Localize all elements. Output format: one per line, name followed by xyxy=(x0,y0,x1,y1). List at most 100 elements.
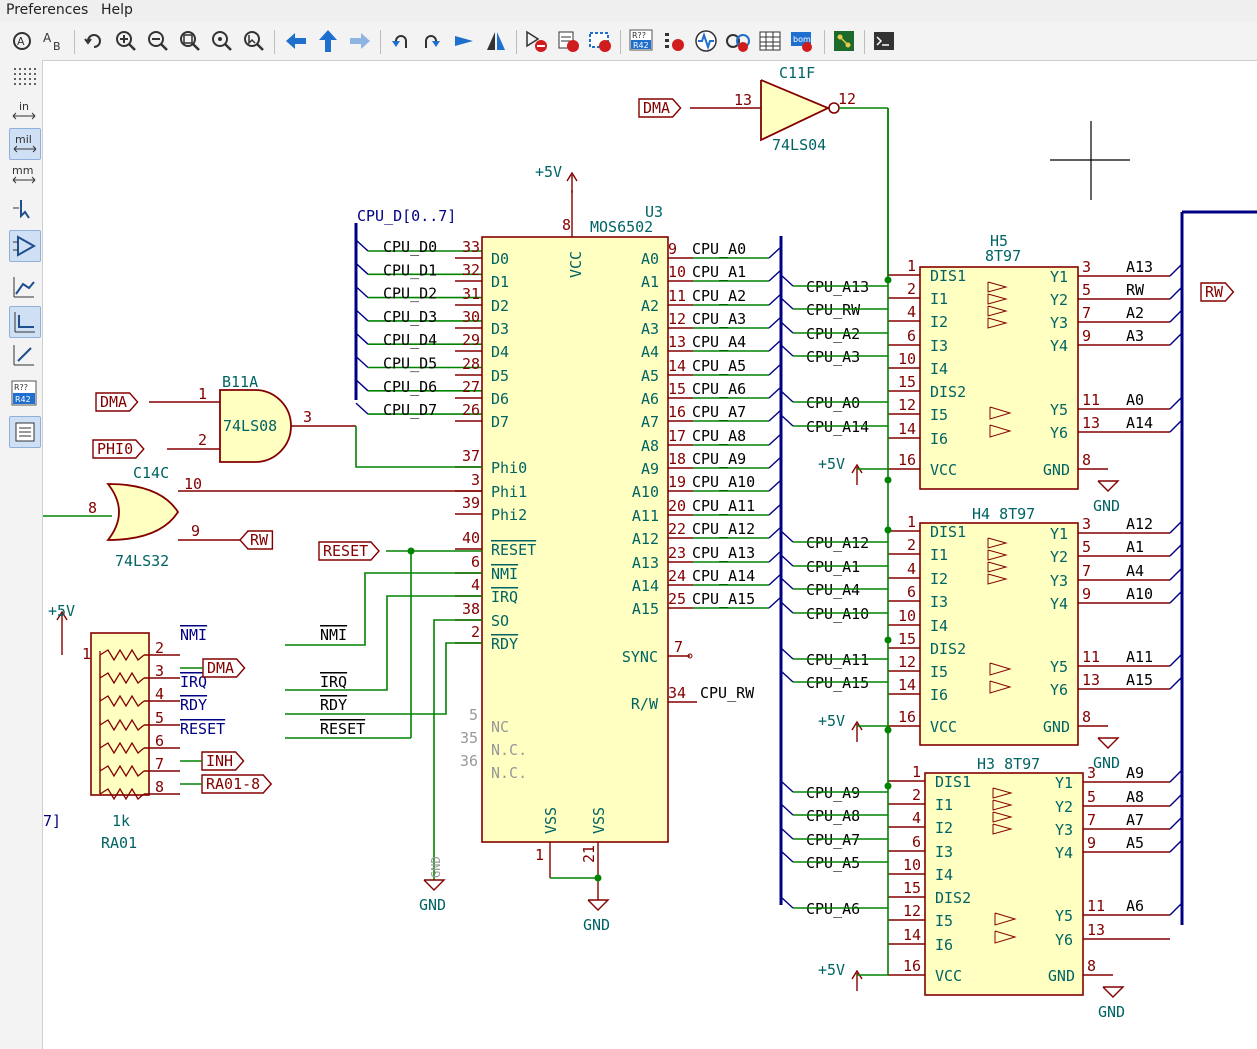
forward-arrow-icon[interactable] xyxy=(346,27,374,55)
line-90-degree-icon[interactable] xyxy=(9,306,41,338)
pin-name: I4 xyxy=(930,360,948,378)
assign-footprints-icon[interactable]: R??R42 xyxy=(628,27,656,55)
pin-name: I4 xyxy=(930,617,948,635)
scripting-console-icon[interactable] xyxy=(870,27,898,55)
pin-num: 8 xyxy=(1082,708,1091,726)
power-arrow xyxy=(566,171,578,182)
find-icon[interactable]: A xyxy=(8,27,36,55)
value-u3: MOS6502 xyxy=(590,218,653,236)
pin-num: 4 xyxy=(907,303,916,321)
bus-entry xyxy=(768,363,782,376)
pin-name: Y3 xyxy=(1055,821,1073,839)
wire-phi0 xyxy=(355,426,482,468)
pin-num: 5 xyxy=(469,706,478,724)
line-free-angle-icon[interactable] xyxy=(9,272,39,302)
units-inch-icon[interactable]: in xyxy=(9,96,39,126)
net-label: A8 xyxy=(1126,788,1144,806)
menu-preferences[interactable]: Preferences xyxy=(6,2,89,18)
pin-name: D5 xyxy=(491,367,509,385)
bus-entry xyxy=(768,386,782,399)
line-45-degree-icon[interactable] xyxy=(9,340,39,370)
symbol-fields-icon[interactable] xyxy=(586,27,614,55)
redo-icon[interactable] xyxy=(418,27,446,55)
junction-dot xyxy=(884,636,892,644)
buffer-glyph xyxy=(992,787,1013,799)
pin-num: 3 xyxy=(471,471,480,489)
wire-irq xyxy=(285,595,482,691)
pin-num: 11 xyxy=(668,287,686,305)
zoom-selection-icon[interactable] xyxy=(240,27,268,55)
grid-toggle-icon[interactable] xyxy=(9,63,39,93)
zoom-out-icon[interactable] xyxy=(144,27,172,55)
units-mil-icon[interactable]: mil xyxy=(9,128,41,160)
pin-num: 12 xyxy=(898,396,916,414)
bus-entry xyxy=(780,780,794,793)
pin-num: 11 xyxy=(1087,897,1105,915)
net-label: CPU_A0 xyxy=(692,240,746,258)
bus-entry xyxy=(355,332,369,345)
net-label: A15 xyxy=(1126,671,1153,689)
label-rw-out-text: RW xyxy=(1205,283,1224,301)
pin-num: 29 xyxy=(462,331,480,349)
zoom-in-icon[interactable] xyxy=(112,27,140,55)
pin-num: 33 xyxy=(462,238,480,256)
pin-name: I1 xyxy=(930,290,948,308)
pin-num: 1 xyxy=(198,385,207,403)
pcbnew-icon[interactable] xyxy=(830,27,858,55)
net-label: CPU_A2 xyxy=(806,325,860,343)
back-arrow-icon[interactable] xyxy=(282,27,310,55)
undo-icon[interactable] xyxy=(386,27,414,55)
net-label: A1 xyxy=(1126,538,1144,556)
pin-name: I3 xyxy=(930,337,948,355)
annotate-icon[interactable] xyxy=(522,27,550,55)
pin-name: I2 xyxy=(930,570,948,588)
erc-icon[interactable] xyxy=(554,27,582,55)
bus-entry xyxy=(780,850,794,863)
pin-num: 2 xyxy=(907,536,916,554)
pin-name: Y4 xyxy=(1050,595,1068,613)
net-label: CPU_D6 xyxy=(383,378,437,396)
pin-name: I6 xyxy=(935,936,953,954)
mirror-vertical-icon[interactable] xyxy=(482,27,510,55)
pcb-netlist-icon[interactable] xyxy=(724,27,752,55)
pin-name: A13 xyxy=(632,554,659,572)
bom-icon[interactable]: bom xyxy=(788,27,816,55)
menu-help[interactable]: Help xyxy=(101,2,133,18)
up-arrow-icon[interactable] xyxy=(314,27,342,55)
mirror-horizontal-icon[interactable] xyxy=(450,27,478,55)
zoom-objects-icon[interactable] xyxy=(208,27,236,55)
power-arrow xyxy=(851,463,863,474)
pin-name: Y4 xyxy=(1050,337,1068,355)
label-rw-c14c-text: RW xyxy=(250,531,269,549)
pin-num: 15 xyxy=(898,630,916,648)
wire-so xyxy=(433,619,482,880)
pin-name: VCC xyxy=(930,718,957,736)
pin-name: GND xyxy=(1043,718,1070,736)
bus-entry xyxy=(1169,396,1183,410)
cpu-body xyxy=(481,236,669,843)
bus-entry xyxy=(780,297,794,310)
net-label: CPU_A9 xyxy=(692,450,746,468)
net-label: A9 xyxy=(1126,764,1144,782)
pin-num: 15 xyxy=(898,373,916,391)
buffer-glyph xyxy=(989,680,1012,694)
fields-table-icon[interactable] xyxy=(756,27,784,55)
hidden-pins-icon[interactable] xyxy=(9,230,41,262)
annotate-icon-left[interactable]: R??R42 xyxy=(9,378,39,408)
label-rw-c14c xyxy=(239,530,274,550)
pin-num: 8 xyxy=(88,499,97,517)
pin-num: 9 xyxy=(191,522,200,540)
or-gate-body xyxy=(106,483,180,541)
pin-num: 13 xyxy=(1082,414,1100,432)
redraw-icon[interactable] xyxy=(80,27,108,55)
cursor-crosshair-icon[interactable] xyxy=(9,194,39,224)
simulator-icon[interactable] xyxy=(692,27,720,55)
hierarchy-navigator-icon[interactable] xyxy=(9,416,41,448)
wire-nmi xyxy=(285,572,482,646)
units-mm-icon[interactable]: mm xyxy=(9,160,39,190)
netlist-check-icon[interactable] xyxy=(660,27,688,55)
zoom-fit-icon[interactable] xyxy=(176,27,204,55)
label-dma-c11f xyxy=(638,98,682,118)
